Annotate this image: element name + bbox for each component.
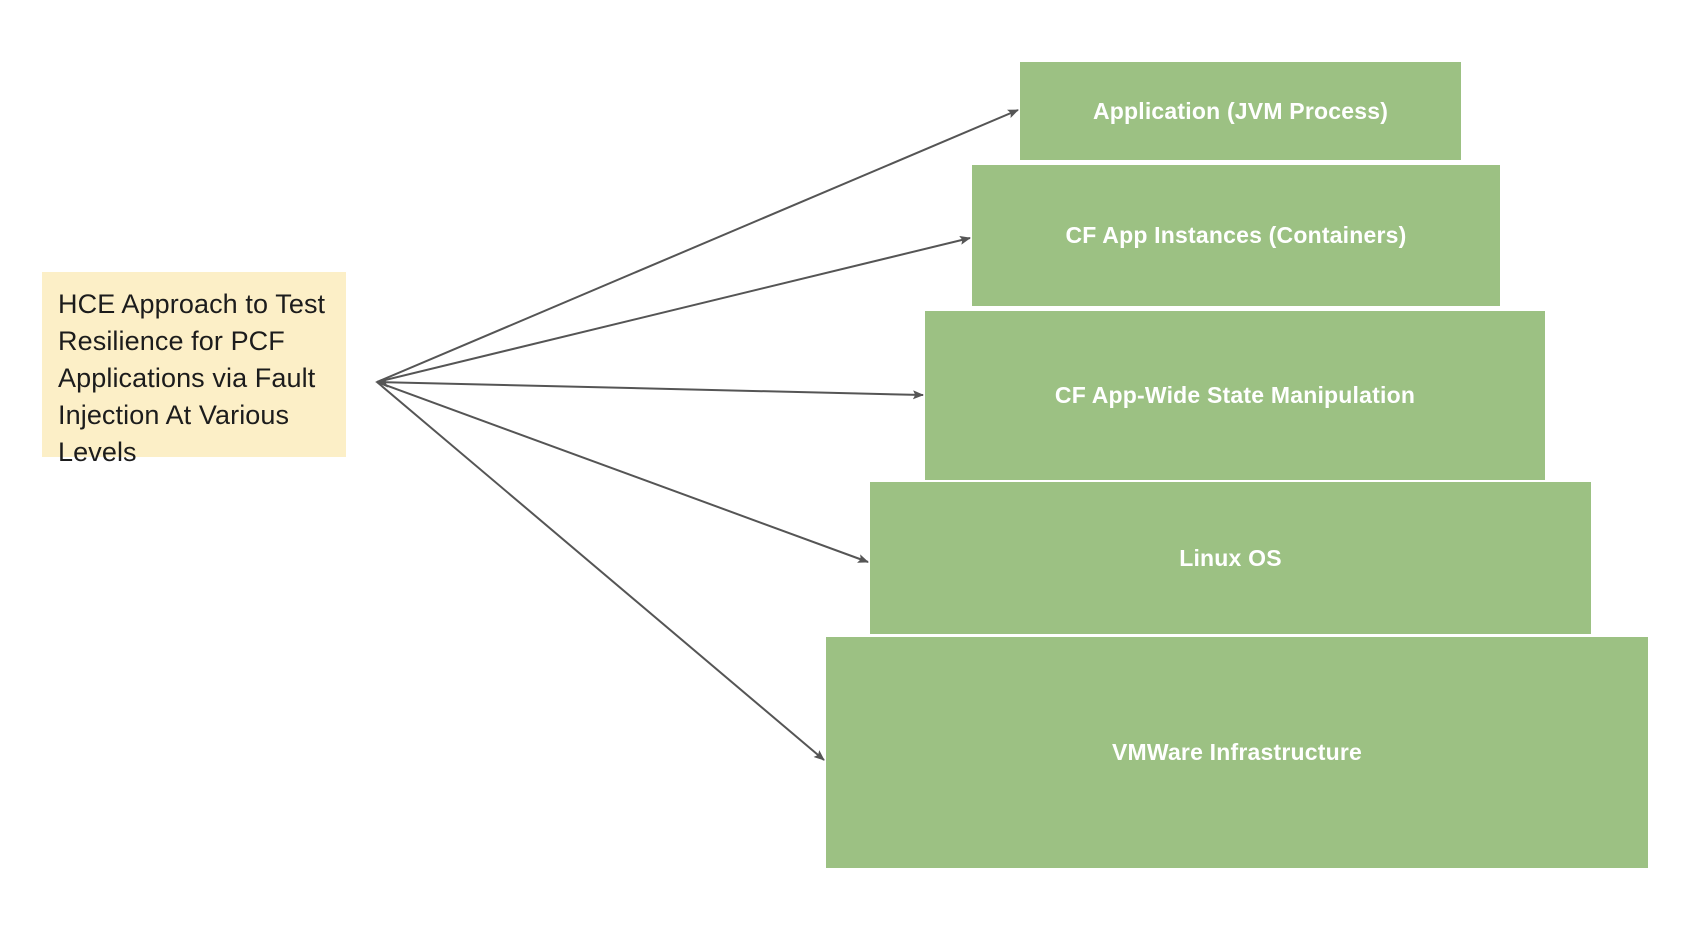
layer-box-cf-app-wide-state[interactable]: CF App-Wide State Manipulation: [925, 311, 1545, 480]
layer-label-linux-os: Linux OS: [1179, 544, 1282, 571]
hce-approach-note: HCE Approach to Test Resilience for PCF …: [42, 272, 346, 467]
layer-label-cf-app-instances: CF App Instances (Containers): [1065, 222, 1407, 248]
layer-box-cf-app-instances[interactable]: CF App Instances (Containers): [972, 165, 1500, 306]
connector-arrow-3: [376, 381, 924, 400]
connector-arrow-5: [376, 381, 825, 761]
layer-box-application[interactable]: Application (JVM Process): [1020, 62, 1461, 160]
connector-arrow-2: [376, 235, 971, 383]
layer-label-vmware-infrastructure: VMWare Infrastructure: [1111, 739, 1362, 765]
layer-box-vmware-infrastructure[interactable]: VMWare Infrastructure: [826, 637, 1648, 868]
layer-box-linux-os[interactable]: Linux OS: [870, 482, 1591, 634]
layer-label-application: Application (JVM Process): [1092, 97, 1389, 124]
hub-arrowhead-icon: [375, 376, 388, 388]
hce-approach-note-text: HCE Approach to Test Resilience for PCF …: [58, 289, 326, 467]
connector-arrow-1: [376, 109, 1019, 383]
connector-arrow-4: [376, 381, 869, 563]
layer-label-cf-app-wide-state: CF App-Wide State Manipulation: [1054, 382, 1416, 408]
